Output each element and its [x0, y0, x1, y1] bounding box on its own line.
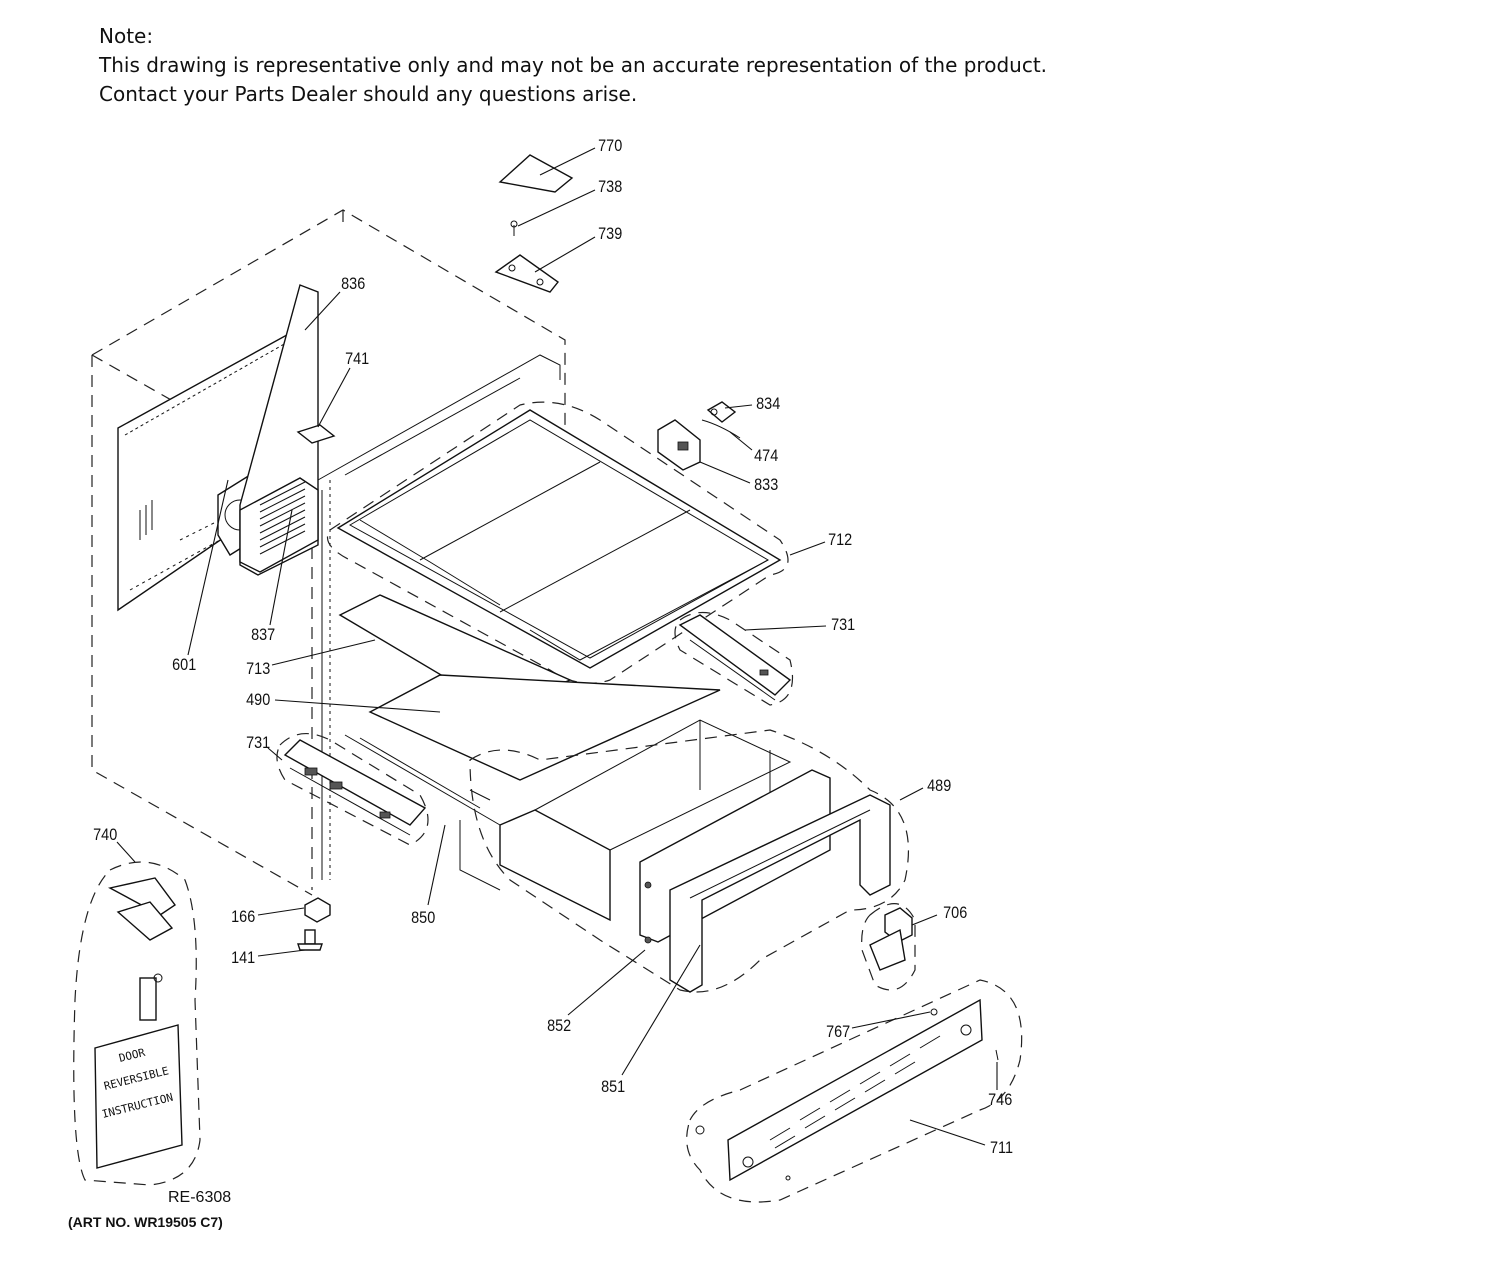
- callout-706: 706: [943, 904, 967, 922]
- shelf-outline: [326, 401, 789, 684]
- callout-833: 833: [754, 476, 778, 494]
- disclaimer-note: Note: This drawing is representative onl…: [99, 22, 1047, 109]
- instruction-line-1: DOOR: [118, 1046, 147, 1065]
- callout-489: 489: [927, 777, 951, 795]
- callout-746: 746: [988, 1091, 1012, 1109]
- callout-601: 601: [172, 656, 196, 674]
- art-number: (ART NO. WR19505 C7): [68, 1214, 223, 1230]
- leader-lines: [116, 147, 998, 1146]
- grille-outline: [686, 979, 1023, 1203]
- shelf-assembly-712: [336, 409, 782, 669]
- cover-770: [498, 154, 574, 193]
- reference-number: RE-6308: [168, 1189, 231, 1206]
- callout-474: 474: [754, 447, 778, 465]
- hinge-outline: [861, 903, 916, 991]
- callout-731-right: 731: [831, 616, 855, 634]
- callout-713: 713: [246, 660, 270, 678]
- callout-141: 141: [231, 949, 255, 967]
- leveler-bracket-166: [304, 897, 331, 923]
- callout-837: 837: [251, 626, 275, 644]
- callout-767: 767: [826, 1023, 850, 1041]
- callout-166: 166: [231, 908, 255, 926]
- callout-731-left: 731: [246, 734, 270, 752]
- screw-738: [510, 220, 518, 236]
- screw-746: [995, 1049, 999, 1061]
- hinge-706: [869, 907, 913, 971]
- switch-834: [706, 401, 737, 423]
- callout-741: 741: [345, 350, 369, 368]
- callout-851: 851: [601, 1078, 625, 1096]
- cover-741: [296, 424, 336, 444]
- note-line-2: Contact your Parts Dealer should any que…: [99, 82, 638, 106]
- callout-738: 738: [598, 178, 622, 196]
- screw-767: [930, 1008, 938, 1016]
- callout-770: 770: [598, 137, 622, 155]
- callout-834: 834: [756, 395, 780, 413]
- bracket-739: [494, 254, 560, 293]
- callout-850: 850: [411, 909, 435, 927]
- drawer-front-852: [639, 769, 831, 944]
- callout-712: 712: [828, 531, 852, 549]
- note-heading: Note:: [99, 24, 154, 48]
- rail-left-outline: [276, 733, 429, 846]
- screw-left-grille: [695, 1125, 705, 1135]
- rail-left-731: [283, 739, 427, 836]
- screw-bottom-grille: [785, 1175, 791, 1181]
- sensor-474: [701, 419, 741, 439]
- fan-shroud-837: [239, 284, 319, 576]
- callout-labels: 770 738 739 836 741 834 474 833 712 731 …: [93, 137, 1013, 1157]
- callout-836: 836: [341, 275, 365, 293]
- callout-740: 740: [93, 826, 117, 844]
- drawer-handle-851: [669, 794, 891, 993]
- drawer-outline-489: [469, 729, 909, 993]
- note-line-1: This drawing is representative only and …: [99, 53, 1048, 77]
- rail-right-731: [678, 614, 792, 701]
- callout-490: 490: [246, 691, 270, 709]
- crisper-pan: [499, 719, 792, 922]
- callout-852: 852: [547, 1017, 571, 1035]
- kit-outline: [73, 861, 201, 1186]
- crisper-cover-490: [368, 674, 721, 781]
- door-reversal-kit-740: DOOR REVERSIBLE INSTRUCTION: [94, 877, 183, 1169]
- callout-711: 711: [990, 1139, 1013, 1157]
- callout-739: 739: [598, 225, 622, 243]
- kickplate-grille-711: [727, 998, 983, 1182]
- rail-right-outline: [674, 611, 794, 706]
- leveling-leg-141: [297, 929, 323, 951]
- interior-liner: [317, 354, 561, 880]
